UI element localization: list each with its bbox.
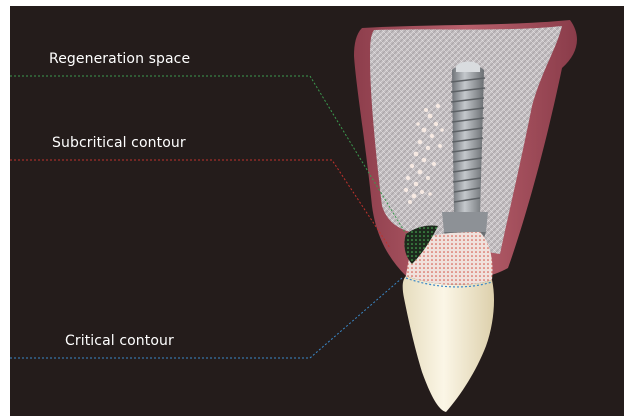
- subcritical-leader-line: [10, 160, 390, 248]
- illustration-frame: Regeneration space Subcritical contour C…: [10, 6, 624, 416]
- regeneration-space-label: Regeneration space: [49, 51, 190, 67]
- dental-implant-illustration: [10, 6, 624, 416]
- subcritical-contour-label: Subcritical contour: [52, 135, 186, 151]
- crown-shape: [403, 276, 494, 412]
- critical-contour-label: Critical contour: [65, 333, 174, 349]
- regeneration-leader-line: [10, 76, 406, 234]
